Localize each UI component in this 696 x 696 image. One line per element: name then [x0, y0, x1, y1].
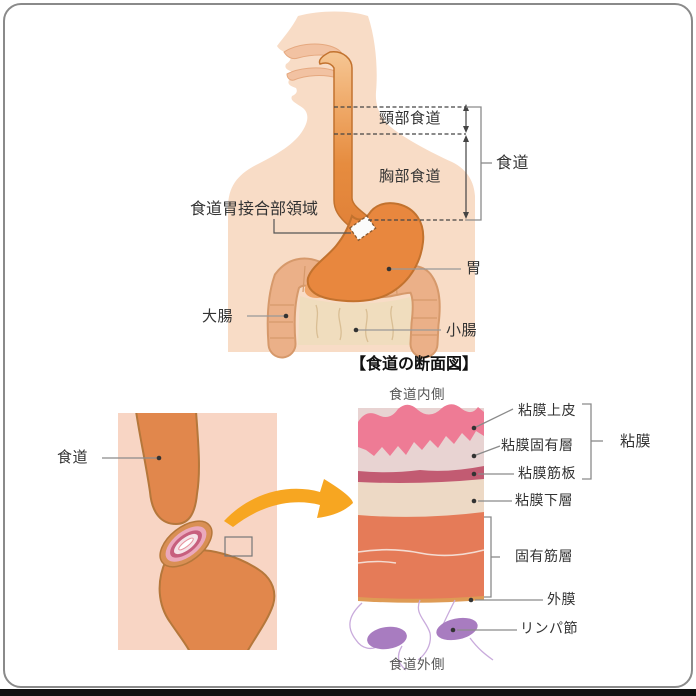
label-zoom-esophagus: 食道 [57, 448, 89, 466]
esophagus-bracket [466, 106, 492, 221]
esophagogastric-junction-highlight [348, 215, 377, 242]
esophagus-tube-lower [158, 549, 276, 650]
label-mucosa-group: 粘膜 [620, 432, 652, 450]
esophagus-tube-upper [135, 413, 200, 526]
leader-lines-cross-section [457, 403, 603, 631]
label-large-intestine: 大腸 [202, 307, 234, 325]
measurement-lines [334, 106, 467, 221]
layer-epithelium [358, 404, 484, 456]
magnify-arrow-icon [224, 479, 353, 527]
label-muscularis-propria: 固有筋層 [515, 549, 573, 565]
label-inner-side: 食道内側 [389, 387, 445, 403]
label-stomach: 胃 [466, 259, 482, 277]
label-small-intestine: 小腸 [446, 321, 478, 339]
layer-muscularis-propria [358, 505, 484, 599]
leader-dots-cross-section [450, 425, 477, 633]
leader-lines-upper [247, 219, 461, 333]
label-epithelium: 粘膜上皮 [518, 403, 576, 419]
label-adventitia: 外膜 [547, 592, 576, 608]
lymph-node [436, 617, 478, 641]
bottom-edge-bar [0, 689, 696, 696]
label-cervical-esophagus: 頸部食道 [378, 109, 441, 127]
label-esophagus: 食道 [496, 153, 530, 172]
magnified-region-box [224, 536, 253, 557]
esophagus-cut-surface [159, 520, 213, 568]
cross-section-layers [357, 404, 485, 603]
label-thoracic-esophagus: 胸部食道 [378, 167, 441, 185]
zoom-panel [102, 413, 277, 650]
label-esophagogastric-junction: 食道胃接合部領域 [189, 199, 318, 218]
label-outer-side: 食道外側 [389, 657, 445, 673]
label-lamina-propria: 粘膜固有層 [501, 438, 574, 454]
stomach [306, 202, 425, 303]
lymph-node [367, 626, 407, 650]
label-lymph-node: リンパ節 [520, 621, 578, 637]
label-muscularis-mucosae: 粘膜筋板 [518, 466, 576, 482]
label-submucosa: 粘膜下層 [515, 493, 573, 509]
small-intestine [298, 296, 416, 345]
lymph-nodes [349, 599, 494, 671]
cross-section-title: 【食道の断面図】 [350, 354, 479, 373]
